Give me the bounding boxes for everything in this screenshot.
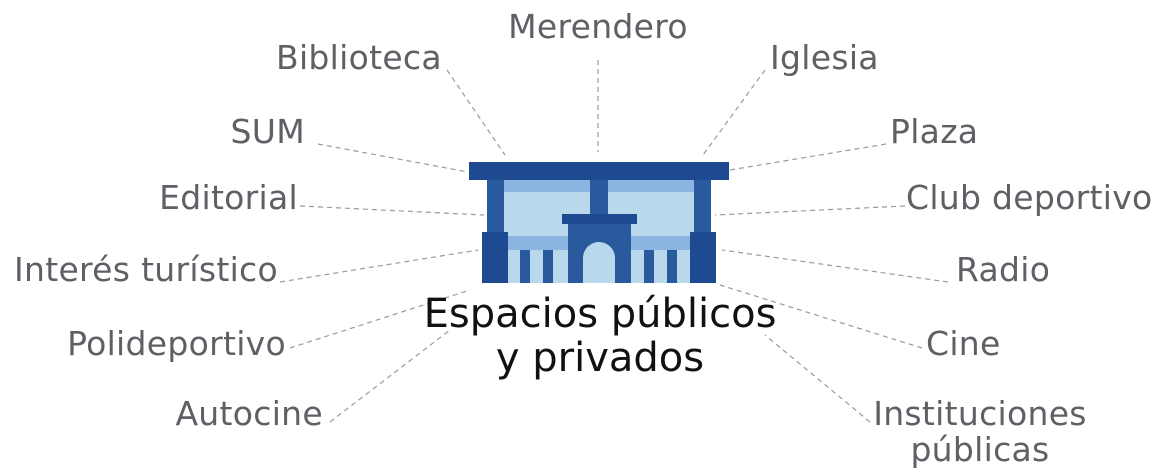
label-merendero: Merendero	[508, 7, 688, 46]
central-title: Espacios públicos y privados	[400, 292, 800, 380]
label-sum: SUM	[230, 112, 305, 151]
connector-radio	[721, 249, 949, 283]
connector-club-deportivo	[714, 205, 906, 216]
label-radio: Radio	[956, 250, 1051, 289]
connector-autocine	[329, 329, 451, 423]
connector-editorial	[299, 205, 485, 216]
central-title-line-1: Espacios públicos	[423, 291, 777, 337]
label-iglesia: Iglesia	[770, 38, 879, 77]
label-polideportivo: Polideportivo	[67, 324, 286, 363]
connector-biblioteca	[446, 69, 506, 156]
label-instituciones-publicas: Instituciones públicas	[873, 394, 1087, 469]
connector-polideportivo	[289, 289, 471, 349]
label-club-deportivo: Club deportivo	[906, 178, 1153, 217]
label-biblioteca: Biblioteca	[276, 38, 442, 77]
connector-lines	[279, 60, 949, 423]
label-interes-turistico: Interés turístico	[13, 250, 278, 289]
connector-iglesia	[702, 69, 766, 156]
label-plaza: Plaza	[890, 112, 979, 151]
central-title-line-2: y privados	[495, 335, 705, 381]
building-door	[583, 242, 615, 283]
connector-interes-turistico	[279, 249, 479, 283]
label-cine: Cine	[926, 324, 1001, 363]
connector-plaza	[729, 143, 887, 171]
building-icon	[469, 162, 729, 283]
connector-instituciones	[764, 334, 871, 423]
label-editorial: Editorial	[159, 178, 298, 217]
connector-sum	[317, 143, 469, 173]
label-autocine: Autocine	[175, 394, 323, 433]
building-roof	[469, 162, 729, 180]
